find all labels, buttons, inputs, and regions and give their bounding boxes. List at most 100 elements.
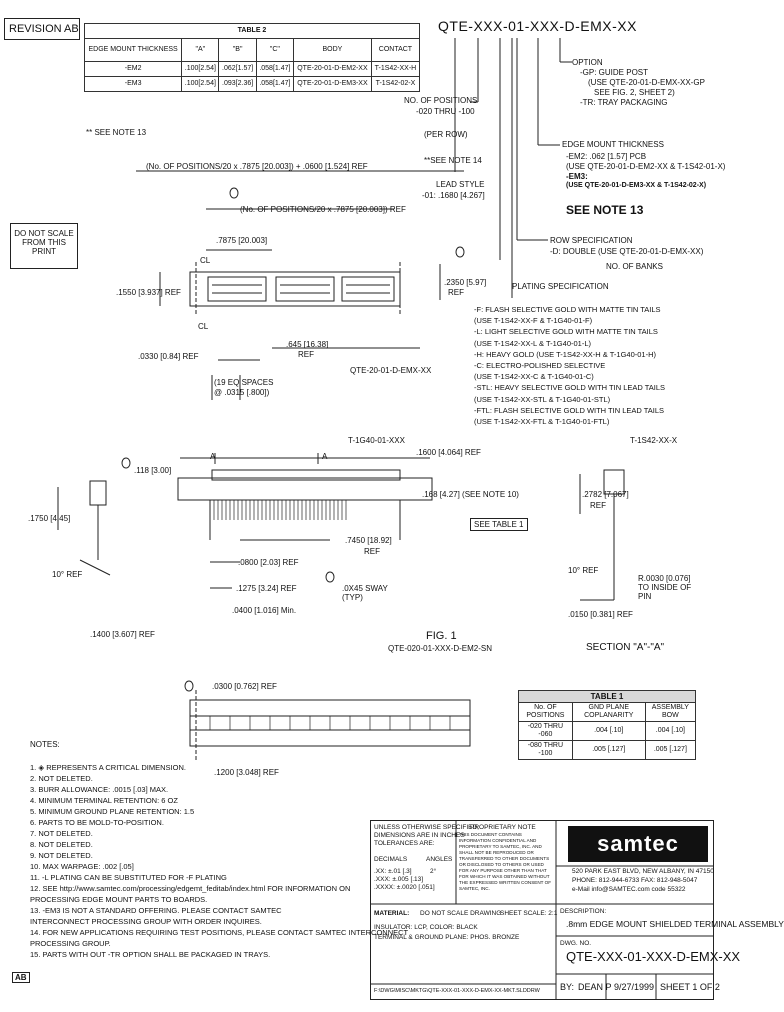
tb-decimals: DECIMALS <box>374 856 408 863</box>
tb-address: 520 PARK EAST BLVD, NEW ALBANY, IN 47150 <box>572 868 714 875</box>
plating-line: (USE T-1S42-XX-C & T-1G40-01-C) <box>474 372 594 382</box>
plating-line: (USE T-1S42-XX-STL & T-1G40-01-STL) <box>474 394 611 404</box>
dim-7450: .7450 [18.92] <box>345 536 392 545</box>
label-cl-bottom: CL <box>198 322 209 331</box>
dim-2782-ref: REF <box>590 501 606 510</box>
table-row: -EM3 .100[2.54] .093[2.36] .058[1.47] QT… <box>83 76 421 92</box>
tb-tol-3: .XXXX: ±.0020 [.051] <box>374 884 435 891</box>
table-header-cell: "B" <box>218 38 257 62</box>
dim-10deg-left: 10° REF <box>52 570 83 579</box>
see-table-1-flag: SEE TABLE 1 <box>470 518 528 532</box>
note-item: 14. FOR NEW APPLICATIONS REQUIRING TEST … <box>30 928 409 937</box>
dim-645-ref: REF <box>298 350 314 359</box>
table-cell: -080 THRU -100 <box>518 740 573 761</box>
callout-em2-use: (USE QTE-20-01-D-EM2-XX & T-1S42-01-X) <box>566 162 726 171</box>
callout-em2: -EM2: .062 [1.57] PCB <box>566 152 647 161</box>
table-cell: .058[1.47] <box>255 61 295 77</box>
callout-edge-mount: EDGE MOUNT THICKNESS <box>562 140 664 149</box>
callout-option-gp-use: (USE QTE-20-01-D-EMX-XX-GP <box>588 78 705 87</box>
note-item: 13. -EM3 IS NOT A STANDARD OFFERING. PLE… <box>30 906 282 915</box>
table-1: TABLE 1 No. OF POSITIONS GND PLANE COPLA… <box>518 689 697 761</box>
tb-tolerances: TOLERANCES ARE: <box>374 840 435 847</box>
dim-bank-pitch: .7875 [20.003] <box>216 236 268 245</box>
samtec-logo: samtec <box>568 826 708 862</box>
callout-row-spec: ROW SPECIFICATION <box>550 236 633 245</box>
table-row: -020 THRU -060 .004 [.10] .004 [.10] <box>518 721 697 742</box>
label-cl-top: CL <box>200 256 211 265</box>
table-cell: -EM3 <box>83 76 183 92</box>
dim-168: .168 [4.27] (SEE NOTE 10) <box>422 490 519 499</box>
plating-line: (USE T-1S42-XX-F & T-1G40-01-F) <box>474 316 593 326</box>
table-cell: .100[2.54] <box>181 76 220 92</box>
dim-2782: .2782 [7.067] <box>582 490 629 499</box>
tb-angle-tol: 2° <box>430 868 437 875</box>
plating-line: -FTL: FLASH SELECTIVE GOLD WITH TIN LEAD… <box>474 405 665 415</box>
tb-dims-in: DIMENSIONS ARE IN INCHES <box>374 832 465 839</box>
label-terminal: T-1S42-XX-X <box>630 436 678 445</box>
tb-description: .8mm EDGE MOUNT SHIELDED TERMINAL ASSEMB… <box>566 919 784 929</box>
callout-no-banks: NO. OF BANKS <box>606 262 663 271</box>
section-a-left: A <box>210 452 216 461</box>
table-2-title: TABLE 2 <box>84 23 420 39</box>
callout-option-gp: -GP: GUIDE POST <box>580 68 649 77</box>
table-cell: .005 [.127] <box>644 740 697 761</box>
table-cell: .100[2.54] <box>181 61 220 77</box>
table-cell: .093[2.36] <box>218 76 257 92</box>
tb-by: DEAN P <box>578 982 612 992</box>
callout-lead-style: LEAD STYLE <box>436 180 485 189</box>
figure-title: FIG. 1 <box>426 630 457 642</box>
tb-tol-1: .XX: ±.01 [.3] <box>374 868 412 875</box>
note-item: 3. BURR ALLOWANCE: .0015 [.03] MAX. <box>30 785 169 794</box>
plating-line: -H: HEAVY GOLD (USE T-1S42-XX-H & T-1G40… <box>474 349 656 359</box>
table-cell: .062[1.57] <box>218 61 257 77</box>
note-item: 12. SEE http://www.samtec.com/processing… <box>30 884 351 893</box>
dim-118: .118 [3.00] <box>134 466 172 475</box>
dim-1200: .1200 [3.048] REF <box>214 768 279 777</box>
note-item: 10. MAX WARPAGE: .002 [.05] <box>30 862 134 871</box>
callout-no-positions-range: -020 THRU -100 <box>416 107 475 116</box>
callout-option: OPTION <box>572 58 603 67</box>
tb-date: 9/27/1999 <box>614 982 655 992</box>
callout-em3: -EM3: <box>566 172 588 181</box>
note-item: 7. NOT DELETED. <box>30 829 93 838</box>
table-cell: .005 [.127] <box>571 740 646 761</box>
table-cell: .004 [.10] <box>571 721 646 742</box>
callout-row-spec-d: -D: DOUBLE (USE QTE-20-01-D-EMX-XX) <box>550 247 704 256</box>
table-cell: T-1S42-XX-H <box>370 61 421 77</box>
tb-file-path: F:\DWG\MISC\MKTG\QTE-XXX-01-XXX-D-EMX-XX… <box>374 988 540 994</box>
callout-option-gp-sheet: SEE FIG. 2, SHEET 2) <box>594 88 675 97</box>
plating-line: -L: LIGHT SELECTIVE GOLD WITH MATTE TIN … <box>474 327 658 337</box>
callout-plating-spec: PLATING SPECIFICATION <box>512 282 609 291</box>
plating-line: (USE T-1S42-XX-FTL & T-1G40-01-FTL) <box>474 417 610 427</box>
tb-material: MATERIAL: <box>374 910 410 917</box>
dim-1400: .1400 [3.607] REF <box>90 630 155 639</box>
callout-see-note-14: **SEE NOTE 14 <box>424 156 482 165</box>
plating-line: -C: ELECTRO-POLISHED SELECTIVE <box>474 361 606 371</box>
tb-proprietary: THIS DOCUMENT CONTAINS INFORMATION CONFI… <box>459 832 552 891</box>
table-header-row: No. OF POSITIONS GND PLANE COPLANARITY A… <box>518 702 697 723</box>
tb-do-not-scale: DO NOT SCALE DRAWING <box>420 910 502 917</box>
tb-sheet: SHEET 1 OF 2 <box>660 982 720 992</box>
note-item: 8. NOT DELETED. <box>30 840 93 849</box>
table-header-cell: "C" <box>255 38 295 62</box>
dim-offset: .0330 [0.84] REF <box>138 352 199 361</box>
table-header-cell: ASSEMBLY BOW <box>644 702 697 723</box>
tb-insulator: INSULATOR: LCP, COLOR: BLACK <box>374 924 478 931</box>
table-2-footnote: ** SEE NOTE 13 <box>86 128 147 137</box>
dim-645: .645 [16.38] <box>286 340 329 349</box>
callout-lead-style-value: -01: .1680 [4.267] <box>422 191 485 200</box>
dim-height: .2350 [5.97] <box>444 278 487 287</box>
tb-angles: ANGLES <box>426 856 453 863</box>
dim-0150: .0150 [0.381] REF <box>568 610 633 619</box>
dim-0800: .0800 [2.03] REF <box>238 558 299 567</box>
table-cell: T-1S42-02-X <box>370 76 421 92</box>
dim-height-ref: REF <box>448 288 464 297</box>
table-cell: .004 [.10] <box>644 721 697 742</box>
table-header-row: EDGE MOUNT THICKNESS "A" "B" "C" BODY CO… <box>83 38 421 62</box>
tb-dwg-number: QTE-XXX-01-XXX-D-EMX-XX <box>566 949 741 964</box>
table-1-title: TABLE 1 <box>518 689 696 704</box>
notes-title: NOTES: <box>30 740 60 749</box>
dim-7450-ref: REF <box>364 547 380 556</box>
dim-1275: .1275 [3.24] REF <box>236 584 297 593</box>
plating-list: -F: FLASH SELECTIVE GOLD WITH MATTE TIN … <box>474 304 665 427</box>
